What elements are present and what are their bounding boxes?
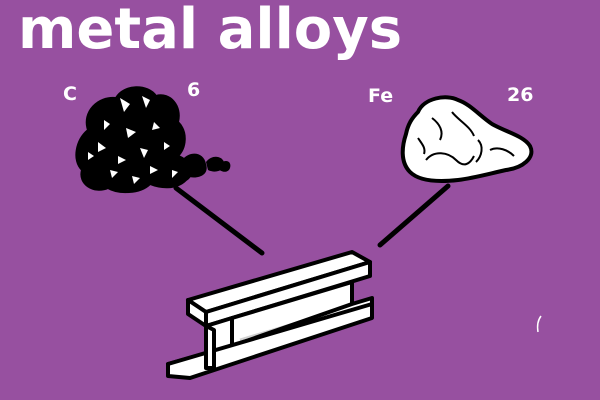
carbon-symbol-label: C — [63, 83, 77, 105]
coal-lump-icon — [75, 86, 231, 194]
steel-i-beam-icon — [166, 250, 374, 380]
iron-atomic-number-label: 26 — [507, 84, 534, 106]
carbon-atomic-number-label: 6 — [187, 79, 201, 101]
iron-symbol-label: Fe — [368, 85, 394, 107]
stray-mark — [536, 315, 542, 333]
iron-connector-line — [377, 183, 451, 248]
iron-ore-rock-icon — [400, 95, 534, 183]
carbon-connector-line — [173, 185, 265, 256]
page-title: metal alloys — [18, 0, 403, 62]
